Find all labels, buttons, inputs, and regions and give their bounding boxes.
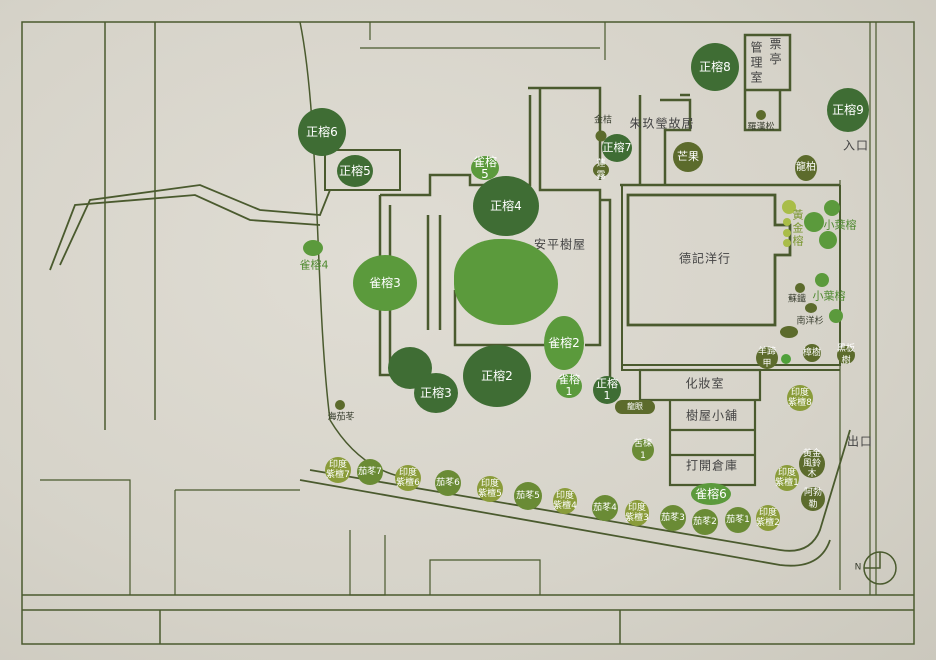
treehouse-canopy bbox=[454, 239, 558, 325]
tree-wax-apple: 蓮霧 bbox=[593, 159, 609, 181]
tree-rosewood-1: 印度 紫檀1 bbox=[775, 465, 799, 491]
tree-bishopwood-4: 茄苳4 bbox=[592, 495, 618, 521]
tree-bishopwood-3: 茄苳3 bbox=[660, 505, 686, 531]
tree-small-banyan-b: 小葉榕 bbox=[812, 289, 846, 303]
small-banyan-crown bbox=[819, 231, 837, 249]
tree-rosewood-3: 印度 紫檀3 bbox=[625, 500, 649, 526]
tree-bishopwood-6: 茄苳6 bbox=[435, 470, 461, 496]
tree-bishopwood-5: 茄苳5 bbox=[514, 482, 542, 510]
tree-banyan-1: 正榕1 bbox=[593, 376, 621, 404]
tree-banyan-4: 正榕4 bbox=[473, 176, 539, 236]
management-office-label: 管 理 室 bbox=[750, 40, 764, 85]
tree-fig-5: 雀榕5 bbox=[471, 155, 499, 181]
exit-label: 出口 bbox=[846, 434, 874, 449]
kumquat-dot bbox=[595, 130, 607, 142]
treehouse-label: 安平樹屋 bbox=[533, 237, 587, 252]
tree-cassia: 阿勃勒 bbox=[801, 487, 825, 511]
tree-banyan-3: 正榕3 bbox=[414, 373, 458, 413]
tree-fig-2: 雀榕2 bbox=[544, 316, 584, 370]
golden-banyan-dot bbox=[783, 239, 791, 247]
tree-fig-4-crown bbox=[303, 240, 323, 256]
tree-banyan-7: 正榕7 bbox=[602, 134, 632, 162]
entrance-label: 入口 bbox=[842, 138, 870, 153]
tree-rosewood-5: 印度 紫檀5 bbox=[477, 476, 503, 502]
tree-small-banyan-a: 小葉榕 bbox=[823, 218, 857, 232]
golden-banyan-dot bbox=[783, 229, 791, 237]
tree-kumquat: 金桔 bbox=[593, 115, 613, 126]
tree-fig-3: 雀榕3 bbox=[353, 255, 417, 311]
shop-label: 樹屋小舖 bbox=[685, 408, 739, 423]
zhu-residence-label: 朱玖瑩故居 bbox=[629, 116, 695, 131]
warehouse-label: 打開倉庫 bbox=[685, 458, 739, 473]
golden-banyan-dot bbox=[783, 218, 791, 226]
tree-camphor: 樟樹 bbox=[803, 344, 821, 362]
podocarpus-dot bbox=[756, 110, 766, 120]
tree-fig-1: 雀榕1 bbox=[556, 373, 582, 398]
araucaria-crown bbox=[805, 303, 817, 313]
tree-banyan-8: 正榕8 bbox=[691, 43, 739, 91]
tree-rosewood-7: 印度 紫檀7 bbox=[325, 457, 351, 483]
tree-fig-6: 雀榕6 bbox=[691, 483, 731, 505]
small-banyan-crown bbox=[815, 273, 829, 287]
tree-bishopwood-7: 茄苳7 bbox=[357, 459, 383, 485]
tree-sea-bishop: 海茄苳 bbox=[327, 412, 355, 423]
tree-cycad: 蘇鐵 bbox=[787, 294, 807, 305]
tree-bauhinia: 羊蹄甲 bbox=[756, 347, 778, 369]
tait-co-label: 德記洋行 bbox=[678, 251, 732, 266]
restroom-label: 化妝室 bbox=[685, 376, 725, 391]
tree-golden-banyan: 黃 金 榕 bbox=[792, 208, 804, 248]
tree-longan: 龍眼 bbox=[615, 400, 655, 414]
sea-bishop-dot bbox=[335, 400, 345, 410]
tree-juniper: 龍柏 bbox=[795, 155, 817, 181]
cycad-dot bbox=[795, 283, 805, 293]
tree-blackboard: 黑板樹 bbox=[837, 344, 856, 366]
golden-banyan-dot bbox=[782, 200, 796, 214]
tree-chinaberry: 苦楝1 bbox=[632, 439, 654, 461]
araucaria-crown bbox=[780, 326, 798, 338]
tree-banyan-6: 正榕6 bbox=[298, 108, 346, 156]
tree-podocarpus: 羅漢松 bbox=[747, 122, 775, 133]
tree-fig-4: 雀榕4 bbox=[299, 258, 329, 272]
north-arrow-icon: N bbox=[854, 562, 862, 573]
ticket-booth-label: 票 亭 bbox=[769, 37, 783, 66]
tree-rosewood-4: 印度 紫檀4 bbox=[553, 488, 577, 514]
tree-rosewood-8: 印度 紫檀8 bbox=[787, 385, 813, 411]
tree-rosewood-2: 印度 紫檀2 bbox=[756, 505, 780, 531]
tree-bishopwood-1: 茄苳1 bbox=[725, 507, 751, 533]
small-banyan-crown bbox=[829, 309, 843, 323]
small-banyan-crown bbox=[804, 212, 824, 232]
tree-araucaria: 南洋杉 bbox=[796, 316, 824, 327]
tree-banyan-9: 正榕9 bbox=[827, 88, 869, 132]
bauhinia-dot bbox=[781, 354, 791, 364]
tree-mango: 芒果 bbox=[673, 142, 703, 172]
tree-rosewood-6: 印度 紫檀6 bbox=[395, 465, 421, 491]
tree-bishopwood-2: 茄苳2 bbox=[692, 509, 718, 535]
small-banyan-crown bbox=[824, 200, 840, 216]
tree-banyan-2: 正榕2 bbox=[463, 345, 531, 407]
tree-tabebuia: 黃金 風鈴木 bbox=[799, 449, 825, 479]
tree-banyan-5: 正榕5 bbox=[337, 155, 373, 187]
